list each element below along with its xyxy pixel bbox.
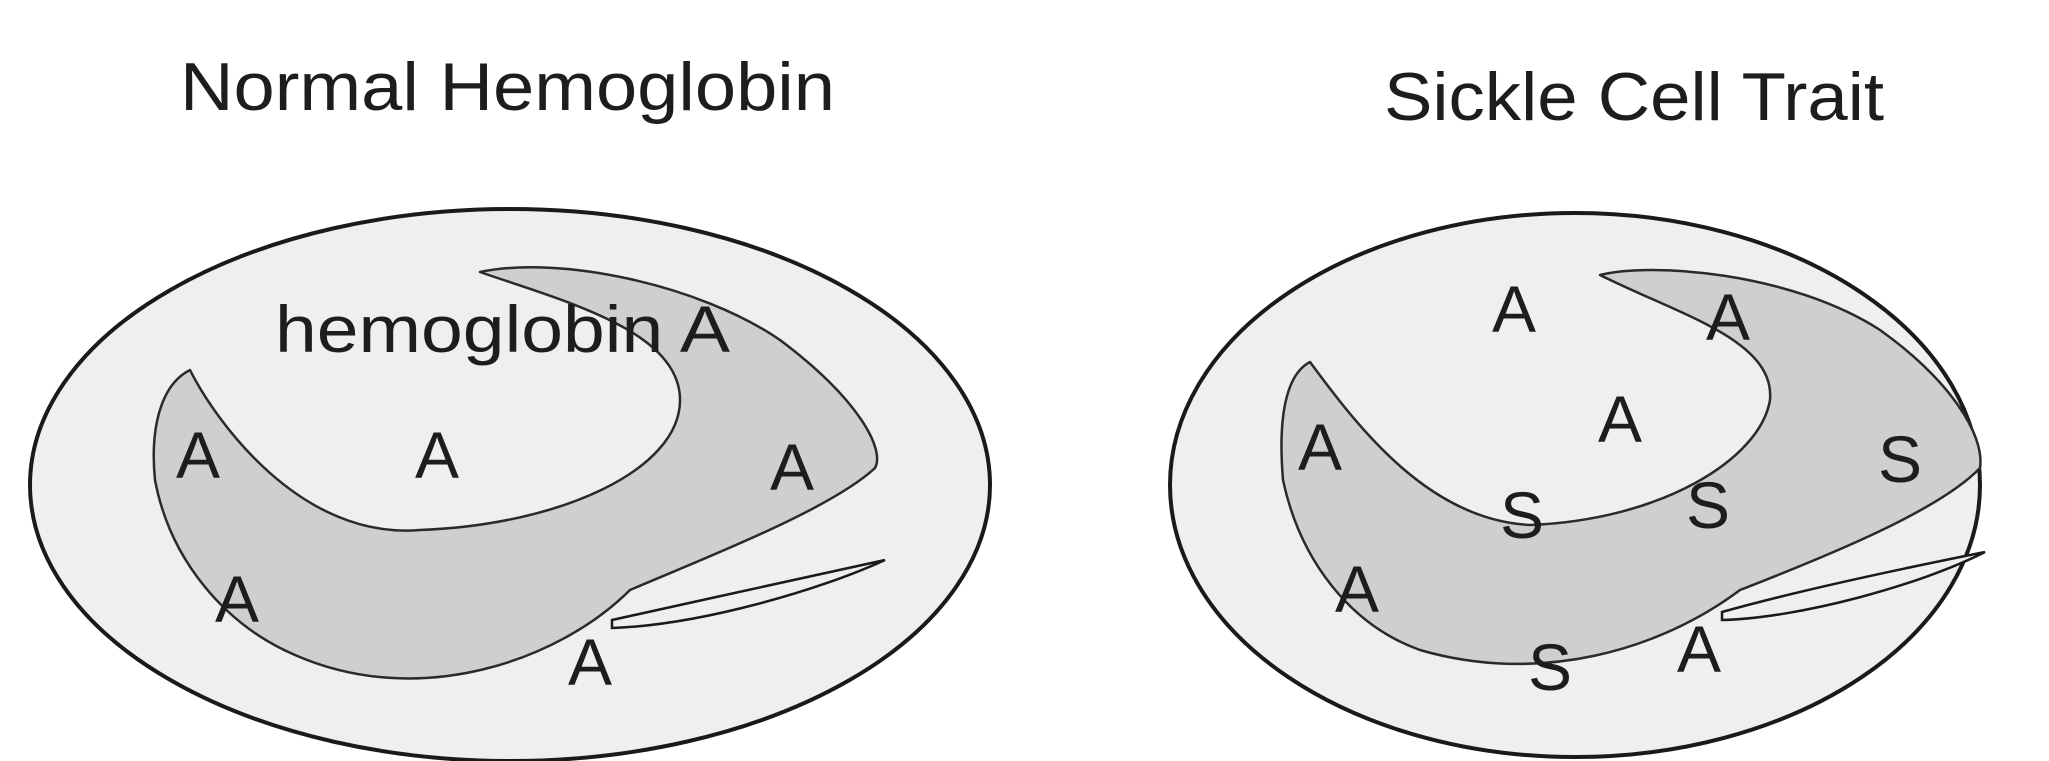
hemoglobin-label-a: A: [1492, 272, 1536, 346]
panel-title-sickle-trait: Sickle Cell Trait: [1384, 59, 1884, 135]
hemoglobin-label-s: S: [1500, 478, 1544, 552]
hemoglobin-label-a: A: [1335, 552, 1379, 626]
panel-normal-hemoglobin: Normal Hemoglobin hemoglobin A A A A A A: [30, 49, 990, 761]
hemoglobin-a-label: hemoglobin A: [275, 292, 730, 366]
hemoglobin-label-a: A: [1677, 612, 1721, 686]
hemoglobin-label-a: A: [415, 418, 459, 492]
hemoglobin-label-s: S: [1878, 422, 1922, 496]
hemoglobin-label-s: S: [1528, 630, 1572, 704]
hemoglobin-label-a: A: [568, 625, 612, 699]
hemoglobin-label-a: A: [215, 562, 259, 636]
hemoglobin-label-a: A: [770, 430, 814, 504]
hemoglobin-label-s: S: [1686, 468, 1730, 542]
panel-title-normal: Normal Hemoglobin: [180, 49, 835, 125]
panel-sickle-cell-trait: Sickle Cell Trait A A A A A A S S S S: [1170, 59, 1985, 757]
hemoglobin-label-a: A: [1598, 382, 1642, 456]
hemoglobin-label-a: A: [1298, 410, 1342, 484]
hemoglobin-label-a: A: [1706, 280, 1750, 354]
hemoglobin-label-a: A: [176, 418, 220, 492]
